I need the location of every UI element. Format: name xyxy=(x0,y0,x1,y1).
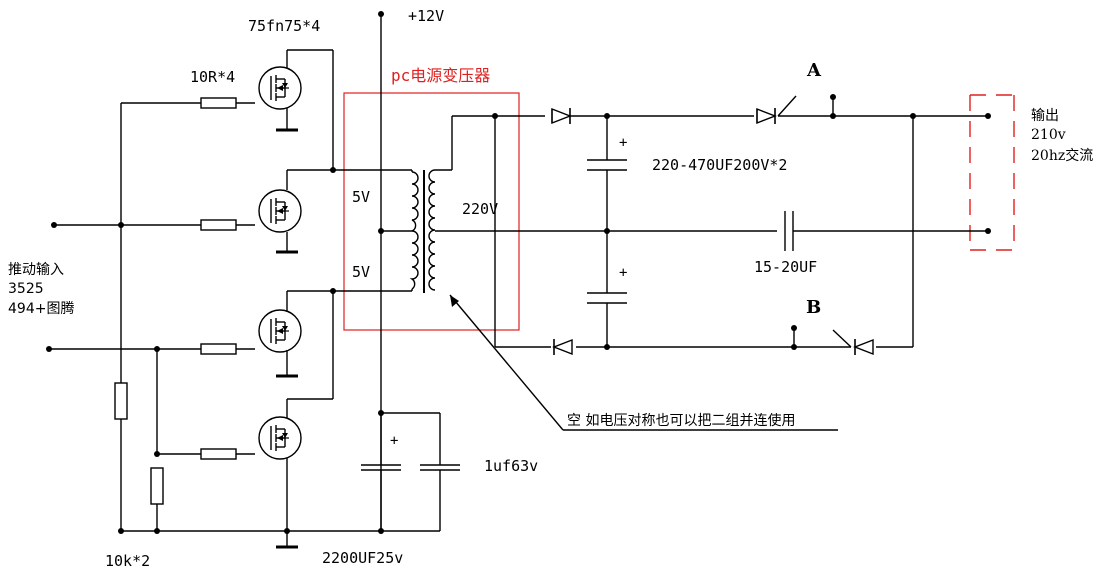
diode-top xyxy=(551,107,571,125)
junction-dots xyxy=(46,11,991,534)
transformer-box xyxy=(343,92,520,331)
mosfet-q2 xyxy=(258,189,302,233)
point-b-label: B xyxy=(806,297,821,318)
gate-resistor-label: 10R*4 xyxy=(190,68,235,86)
output-label-3: 20hz交流 xyxy=(1031,147,1093,164)
note-text: 空 如电压对称也可以把二组并连使用 xyxy=(567,412,795,429)
polarity-marks: + + + xyxy=(390,135,627,449)
doubler-caps-label: 220-470UF200V*2 xyxy=(652,156,787,174)
output-terminal-box xyxy=(969,94,1015,251)
wiring xyxy=(49,14,990,547)
pulldown-resistors xyxy=(114,382,164,505)
point-a-label: A xyxy=(806,60,822,81)
pulldown-resistor-label: 10k*2 xyxy=(105,552,150,570)
winding-top-label: 5V xyxy=(352,188,370,206)
mosfet-part-label: 75fn75*4 xyxy=(248,17,320,35)
diode-a xyxy=(756,107,776,125)
output-label-2: 210v xyxy=(1031,127,1066,143)
diode-b xyxy=(854,338,874,356)
transformer-title: pc电源变压器 xyxy=(391,66,490,85)
input-label-1: 推动输入 xyxy=(8,262,64,278)
svg-text:+: + xyxy=(619,135,627,151)
coupling-cap-label: 15-20UF xyxy=(754,258,817,276)
bulk-cap-label: 2200UF25v xyxy=(322,549,403,567)
svg-text:+: + xyxy=(619,265,627,281)
ground-symbols xyxy=(276,128,298,549)
mosfet-q3 xyxy=(258,309,302,353)
supply-label: +12V xyxy=(408,7,444,25)
diode-bottom xyxy=(553,338,573,356)
capacitors xyxy=(361,159,794,531)
gate-resistors xyxy=(200,97,237,460)
winding-bottom-label: 5V xyxy=(352,263,370,281)
transformer xyxy=(409,169,436,293)
film-cap-label: 1uf63v xyxy=(484,457,538,475)
mosfet-q1 xyxy=(258,66,302,110)
secondary-label: 220V xyxy=(462,200,498,218)
input-label-3: 494+图腾 xyxy=(8,300,74,317)
note-arrowhead xyxy=(450,295,459,307)
input-label-2: 3525 xyxy=(8,281,44,297)
output-label-1: 输出 xyxy=(1031,108,1059,124)
mosfet-q4 xyxy=(258,416,302,460)
svg-text:+: + xyxy=(390,433,398,449)
